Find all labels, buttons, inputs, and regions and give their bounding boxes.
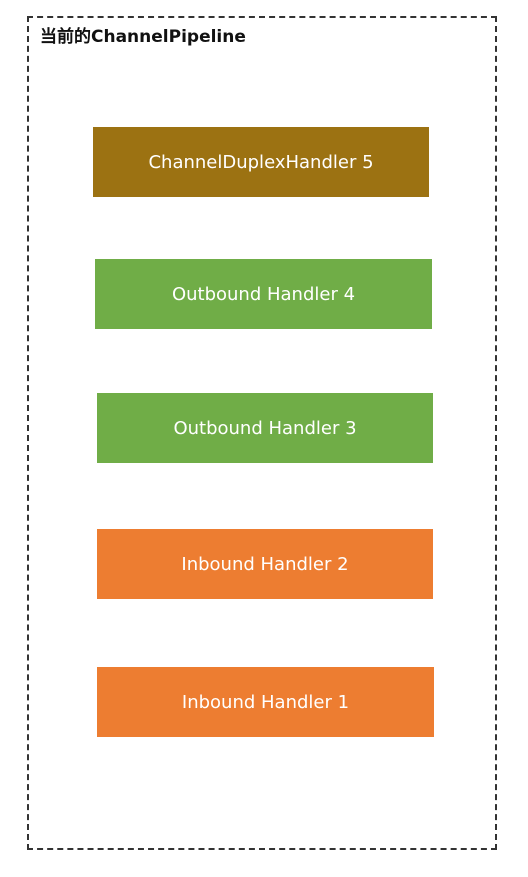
handler-inbound-1: Inbound Handler 1	[97, 667, 434, 737]
handler-inbound-2: Inbound Handler 2	[97, 529, 433, 599]
channel-pipeline-frame	[27, 16, 497, 850]
handler-outbound-4: Outbound Handler 4	[95, 259, 432, 329]
pipeline-title: 当前的ChannelPipeline	[40, 27, 246, 47]
handler-outbound-3: Outbound Handler 3	[97, 393, 433, 463]
handler-channel-duplex-5: ChannelDuplexHandler 5	[93, 127, 429, 197]
